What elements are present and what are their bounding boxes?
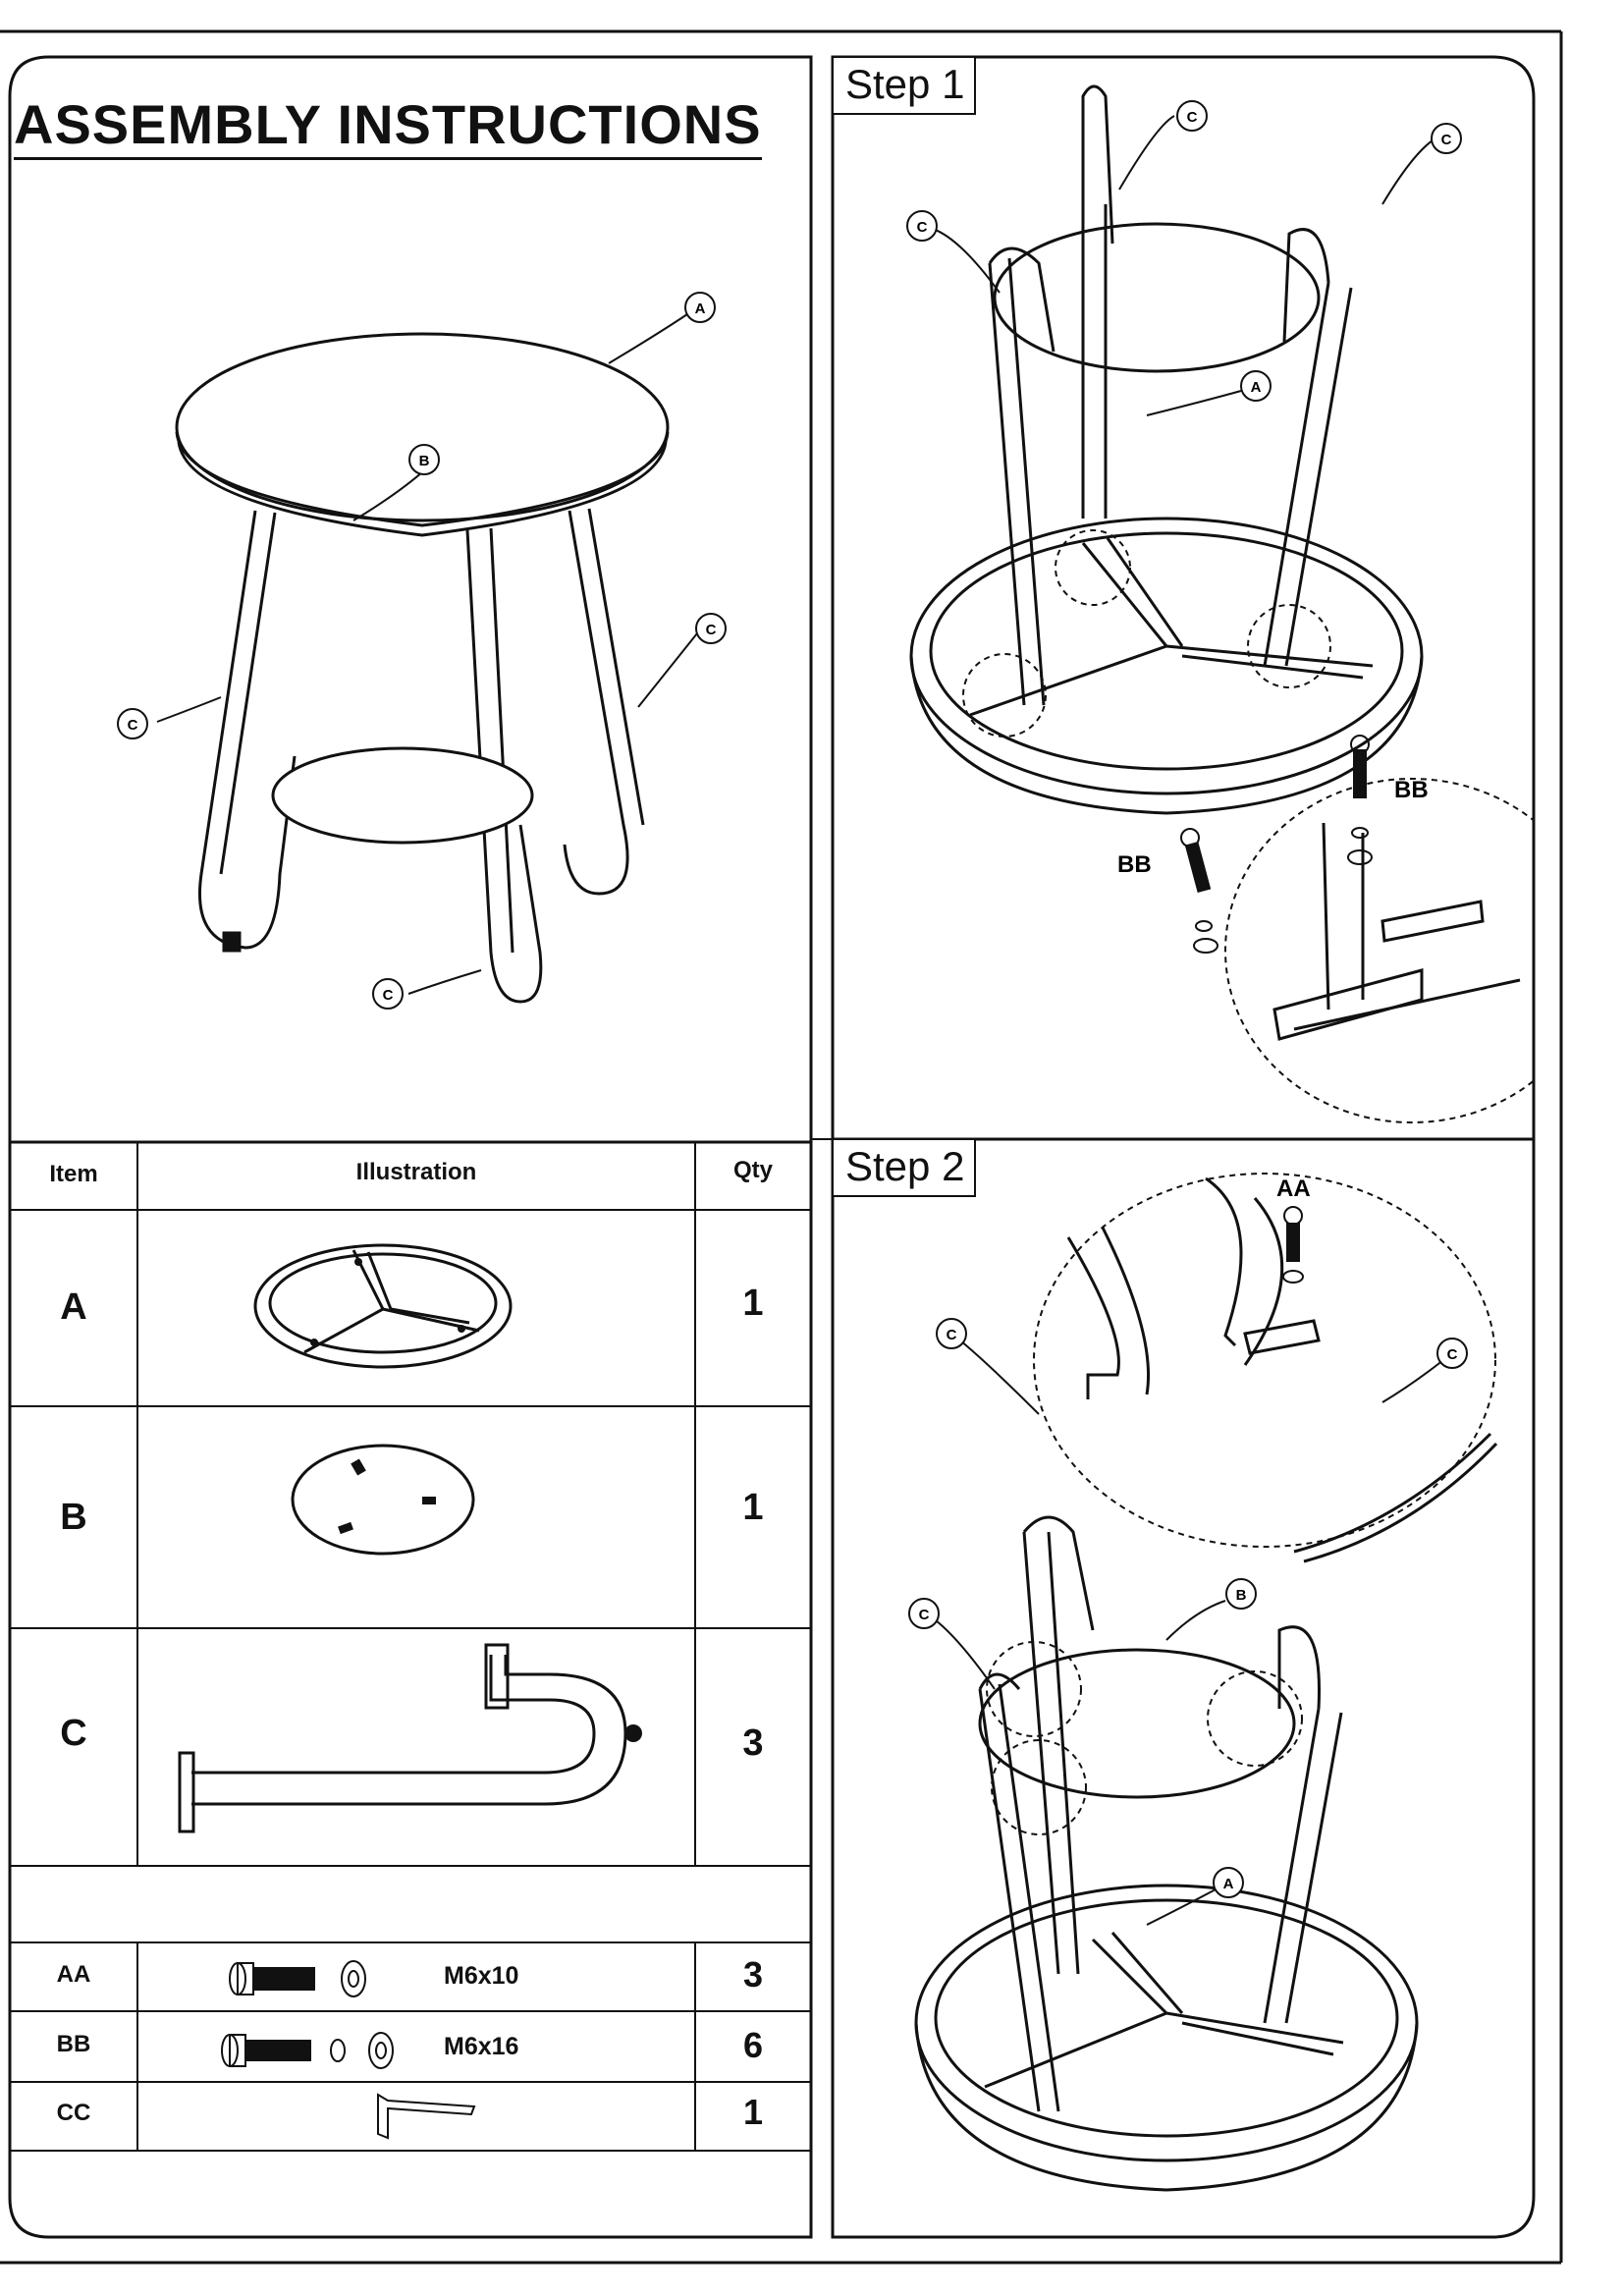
- part-a-illustration: [253, 1243, 513, 1369]
- screw-label-aa: AA: [1276, 1175, 1311, 1202]
- callout-c: C: [1447, 1346, 1458, 1363]
- callout-c: C: [1441, 132, 1452, 148]
- callout-c: C: [917, 219, 928, 236]
- table-row-item-aa: AA: [56, 1961, 91, 1988]
- page-title: ASSEMBLY INSTRUCTIONS: [14, 94, 762, 160]
- table-row-qty-cc: 1: [742, 2092, 764, 2132]
- hardware-spec-aa: M6x10: [444, 1962, 519, 1990]
- hardware-spec-bb: M6x16: [444, 2033, 519, 2060]
- table-row-item-b: B: [60, 1497, 87, 1538]
- table-row-qty-c: 3: [742, 1722, 764, 1764]
- callout-c: C: [706, 622, 717, 638]
- table-header-illustration: Illustration: [355, 1159, 477, 1185]
- table-row-item-a: A: [60, 1286, 87, 1328]
- assembled-table-illustration: A C B C C: [117, 292, 727, 1010]
- allen-key-illustration: [377, 2093, 476, 2140]
- table-row-item-c: C: [60, 1713, 87, 1754]
- callout-b: B: [419, 453, 430, 469]
- callout-c: C: [947, 1327, 957, 1343]
- step-1-illustration: C C C A BB BB: [906, 84, 1534, 1123]
- callout-c: C: [1187, 109, 1198, 126]
- part-c-illustration: [178, 1643, 642, 1833]
- step-1-label: Step 1: [834, 58, 977, 115]
- callout-c: C: [128, 717, 138, 734]
- table-row-qty-bb: 6: [742, 2025, 764, 2065]
- table-header-item: Item: [49, 1161, 98, 1187]
- callout-a: A: [1223, 1876, 1234, 1892]
- step-2-illustration: C C C B A AA: [908, 1173, 1498, 2192]
- callout-b: B: [1236, 1587, 1247, 1604]
- bolt-m6x10-illustration: [229, 1960, 366, 1997]
- callout-c: C: [919, 1607, 930, 1623]
- callout-c: C: [383, 987, 394, 1004]
- screw-label-bb: BB: [1394, 777, 1429, 803]
- part-b-illustration: [291, 1444, 475, 1556]
- callout-a: A: [1251, 379, 1262, 396]
- screw-label-bb: BB: [1117, 851, 1152, 878]
- table-row-qty-a: 1: [742, 1283, 764, 1324]
- callout-a: A: [695, 301, 706, 317]
- step-2-label: Step 2: [834, 1140, 977, 1197]
- table-header-qty: Qty: [732, 1157, 773, 1183]
- table-row-item-cc: CC: [56, 2100, 91, 2126]
- table-row-qty-aa: 3: [742, 1954, 764, 1995]
- bolt-m6x16-illustration: [221, 2032, 394, 2069]
- table-row-item-bb: BB: [56, 2031, 91, 2057]
- table-row-qty-b: 1: [742, 1487, 764, 1528]
